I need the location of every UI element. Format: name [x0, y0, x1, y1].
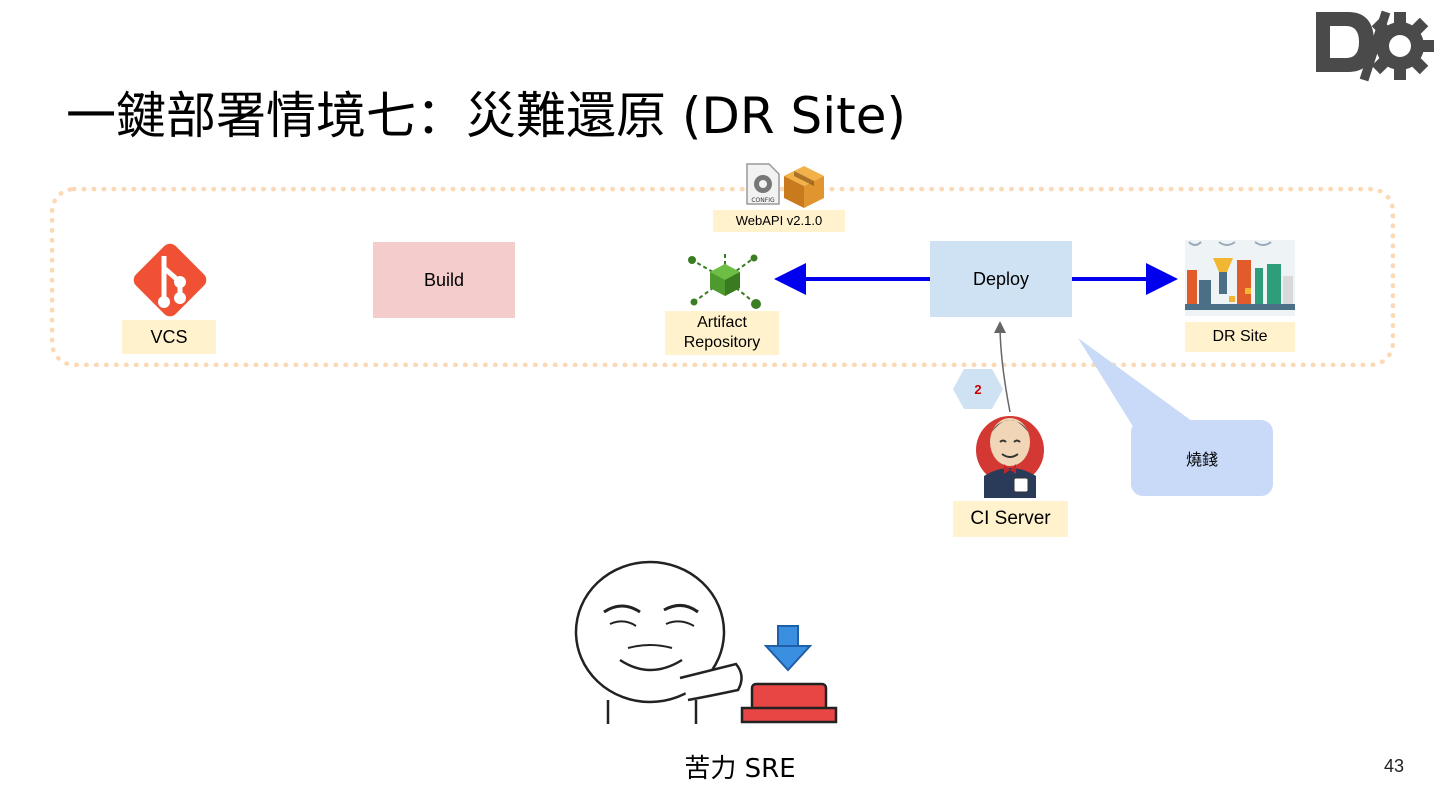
artifact-version-label: WebAPI v2.1.0 [713, 210, 845, 232]
meme-face-icon [574, 560, 743, 724]
step-badge-number: 2 [974, 382, 981, 397]
down-arrow-icon [763, 625, 813, 672]
git-icon [133, 243, 207, 317]
pipeline-frame [50, 187, 1395, 367]
artifact-repository-icon [688, 252, 761, 309]
ci-server-label: CI Server [953, 501, 1068, 537]
package-icon [784, 166, 824, 208]
factory-icon [1185, 240, 1295, 316]
artifact-repository-label: Artifact Repository [665, 311, 779, 355]
meme-caption: 苦力 SRE [684, 754, 796, 784]
dr-site-label: DR Site [1185, 322, 1295, 352]
gear-icon [1366, 12, 1434, 80]
build-box: Build [373, 242, 515, 318]
logo-d-letter [1316, 12, 1374, 72]
jenkins-icon [976, 416, 1044, 498]
config-text: CONFIG [751, 197, 775, 204]
slide-title: 一鍵部署情境七：災難還原 (DR Site) [66, 87, 907, 145]
deploy-box: Deploy [930, 241, 1072, 317]
callout-bubble: 燒錢 [1131, 420, 1273, 496]
devops-logo [1316, 10, 1434, 82]
slide-number: 43 [1384, 756, 1405, 776]
step-badge: 2 [953, 369, 1003, 409]
vcs-label: VCS [122, 320, 216, 354]
ci-to-deploy-arrow [994, 321, 1011, 413]
config-file-icon: CONFIG [746, 163, 780, 205]
red-button-icon [740, 625, 838, 724]
